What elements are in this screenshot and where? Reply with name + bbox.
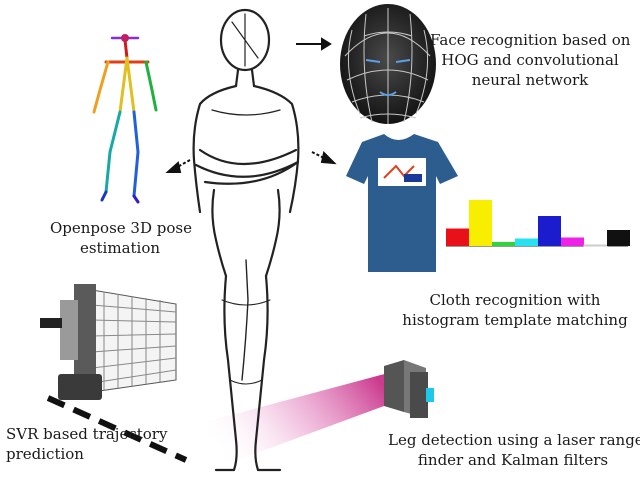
histogram-bar-green [492,242,515,246]
human-figure-sketch-icon [192,8,300,472]
laser-range-finder-icon [384,360,434,418]
histogram-bar-red [446,228,469,246]
tshirt-icon [346,134,458,272]
histogram-bar-white [583,244,608,247]
histogram-bar-magenta [561,237,584,246]
label-openpose: Openpose 3D pose estimation [50,219,192,257]
color-histogram [446,200,630,247]
robot-icon [40,284,177,400]
label-cloth-recognition: Cloth recognition with histogram templat… [402,291,628,329]
face-mesh-icon [340,4,436,124]
arrows [165,37,337,173]
label-face-recognition: Face recognition based on HOG and convol… [430,31,631,89]
label-leg-detection: Leg detection using a laser range finder… [388,431,640,469]
histogram-bar-yellow [469,200,492,246]
arrow-to-cloth [311,151,329,161]
histogram-bar-cyan [515,238,538,246]
histogram-bar-blue [538,216,561,246]
svr-trajectory [46,395,188,463]
label-svr-prediction: SVR based trajectory prediction [6,425,168,463]
histogram-bar-black [607,230,630,246]
laser-beam [205,372,395,468]
skeleton-pose-icon [92,34,158,204]
